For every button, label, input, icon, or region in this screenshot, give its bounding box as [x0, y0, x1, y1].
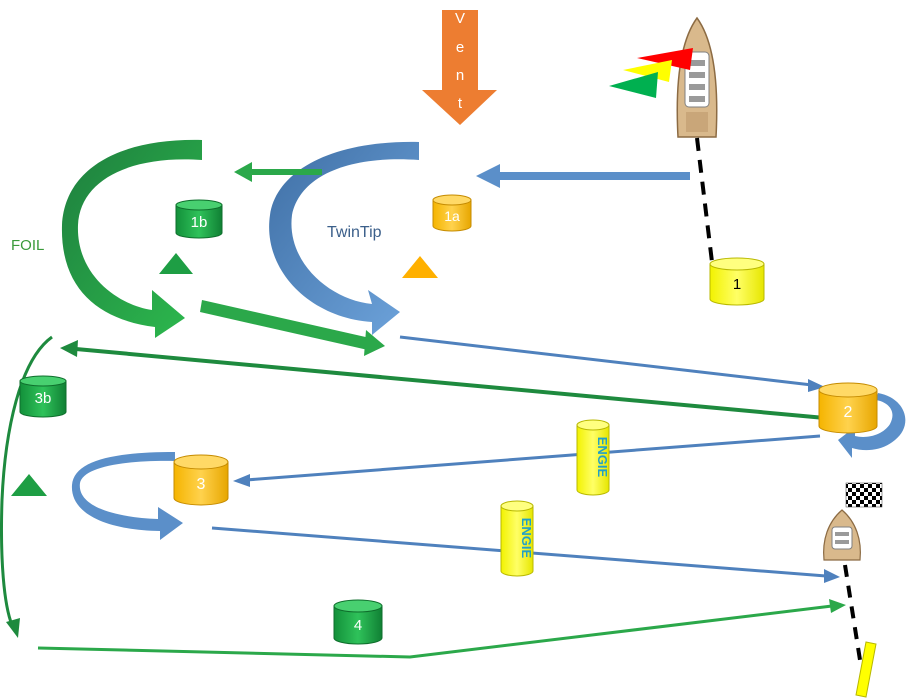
finish-boat-icon: [823, 509, 861, 561]
foil-route: [0, 139, 846, 659]
buoy-1: 1: [709, 257, 765, 306]
wind-arrow: V e n t: [422, 10, 497, 125]
wind-letter-3: n: [456, 67, 464, 84]
mark3-curved-arrow: [71, 452, 183, 540]
signal-flags: [609, 48, 693, 98]
buoy-3b-label: 3b: [35, 390, 52, 407]
red-flag-icon: [637, 48, 693, 70]
wind-letter-2: e: [456, 39, 464, 56]
buoy-1-label: 1: [733, 276, 741, 293]
foil-curved-arrow: [61, 139, 202, 338]
twintip-route: [71, 141, 906, 583]
buoy-2: 2: [818, 382, 878, 434]
finish-line: [843, 564, 862, 661]
sponsor-buoy: ENGIE: [500, 500, 534, 577]
sponsor-buoy-text: ENGIE: [595, 437, 610, 478]
buoy-1b-label: 1b: [191, 214, 208, 231]
buoy-2-label: 2: [844, 404, 853, 421]
buoy-3-label: 3: [197, 476, 206, 493]
buoy-1a: 1a: [432, 194, 472, 232]
foil-label: FOIL: [11, 237, 44, 254]
yellow-flag-icon: [623, 60, 672, 82]
finish-pin-buoy: [855, 641, 877, 698]
buoy-1a-label: 1a: [444, 208, 460, 224]
twintip-label: TwinTip: [327, 224, 382, 241]
mark2-curved-arrow: [838, 393, 906, 458]
wind-arrow-shape: [422, 10, 497, 125]
buoy-3: 3: [173, 454, 229, 506]
foil-left-arc: [0, 335, 53, 626]
triangle-icon: [402, 256, 438, 278]
buoy-4-label: 4: [354, 617, 362, 634]
triangle-icon: [159, 253, 193, 274]
twintip-curved-arrow: [269, 141, 419, 335]
green-flag-icon: [609, 72, 658, 98]
wind-letter-4: t: [458, 95, 463, 112]
start-line: [695, 137, 714, 263]
sponsor-buoy: ENGIE: [576, 419, 610, 496]
buoy-3b: 3b: [19, 375, 67, 418]
buoy-4: 4: [333, 599, 383, 645]
checkered-flag-icon: [845, 482, 883, 508]
buoy-1b: 1b: [175, 199, 223, 239]
triangle-icon: [11, 474, 47, 496]
committee-boat-icon: [676, 16, 718, 138]
sponsor-buoy-text: ENGIE: [519, 518, 534, 559]
wind-letter-1: V: [455, 10, 465, 27]
